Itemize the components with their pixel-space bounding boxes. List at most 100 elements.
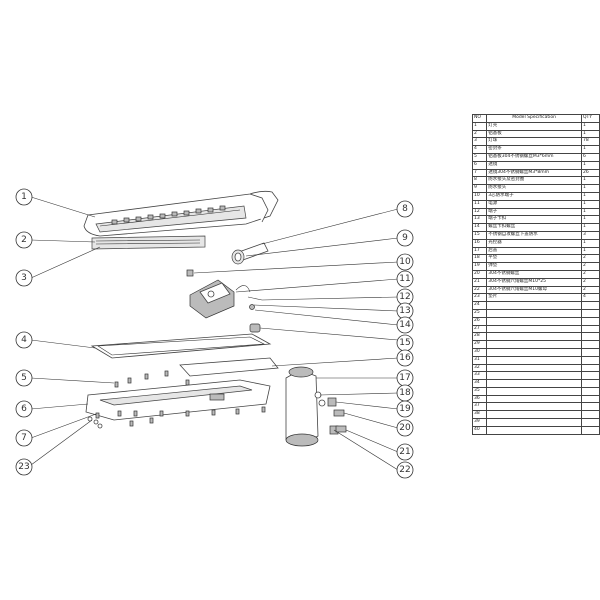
bom-cell-spec bbox=[486, 363, 582, 373]
bom-cell-no: 9 bbox=[471, 184, 488, 193]
bom-cell-spec: 弹垫 bbox=[486, 262, 582, 271]
bom-cell-spec bbox=[486, 301, 582, 310]
svg-text:21: 21 bbox=[399, 447, 410, 457]
bom-cell-qty: 6 bbox=[580, 152, 600, 162]
bom-cell-no: 27 bbox=[471, 324, 488, 334]
bom-cell-no: 39 bbox=[471, 418, 488, 427]
bom-cell-no: 14 bbox=[471, 223, 488, 232]
bom-cell-no: 30 bbox=[471, 347, 488, 357]
bom-cell-qty: 1 bbox=[580, 121, 600, 131]
bom-cell-spec: 铝基板304不锈钢螺丝M3*6mm bbox=[486, 152, 582, 162]
bom-cell-spec: 304不锈钢六角螺丝M10*25 bbox=[486, 277, 582, 287]
bom-cell-no: 18 bbox=[471, 254, 488, 264]
bom-cell-qty: 1 bbox=[580, 176, 600, 186]
table-row: 31 bbox=[471, 355, 600, 365]
part-screw-cover bbox=[249, 323, 261, 333]
bom-cell-no: 33 bbox=[471, 371, 488, 381]
table-row: 38 bbox=[471, 410, 600, 420]
bom-cell-no: 8 bbox=[471, 176, 488, 186]
bom-cell-no: 36 bbox=[471, 394, 488, 404]
table-row: 26 bbox=[471, 316, 600, 326]
part-power-supply bbox=[189, 279, 251, 319]
bom-cell-qty bbox=[580, 379, 600, 388]
bom-cell-qty: 1 bbox=[580, 129, 600, 139]
bom-cell-no: 37 bbox=[471, 402, 488, 412]
bom-cell-qty bbox=[580, 347, 600, 357]
washer-group-23 bbox=[87, 416, 103, 429]
bom-cell-spec bbox=[486, 332, 582, 342]
bom-cell-no: 17 bbox=[471, 246, 488, 256]
svg-text:15: 15 bbox=[399, 338, 410, 348]
leader-lines bbox=[30, 196, 399, 471]
bom-cell-spec: 光控器 bbox=[486, 238, 582, 248]
svg-text:13: 13 bbox=[399, 306, 410, 316]
screw-group-5 bbox=[114, 370, 190, 388]
svg-text:22: 22 bbox=[399, 465, 410, 475]
bom-cell-no: 7 bbox=[471, 168, 488, 178]
table-row: 35 bbox=[471, 386, 600, 396]
bom-cell-no: 28 bbox=[471, 332, 488, 342]
callout-5: 5 bbox=[15, 369, 33, 387]
callout-9: 9 bbox=[396, 229, 414, 247]
table-row: 39 bbox=[471, 418, 600, 427]
bom-cell-qty: 3 bbox=[580, 230, 600, 240]
bom-cell-no: 1 bbox=[471, 121, 488, 131]
bom-cell-spec bbox=[486, 425, 582, 435]
part-terminal bbox=[247, 296, 263, 301]
bom-cell-no: 2 bbox=[471, 129, 488, 139]
bom-cell-no: 32 bbox=[471, 363, 488, 373]
svg-text:17: 17 bbox=[399, 373, 410, 383]
bom-cell-qty: 1 bbox=[580, 184, 600, 193]
bom-cell-qty: 1 bbox=[580, 223, 600, 232]
table-row: 37 bbox=[471, 402, 600, 412]
bom-cell-qty bbox=[580, 340, 600, 349]
part-waterproof-connector bbox=[231, 242, 269, 265]
callout-21: 21 bbox=[396, 443, 414, 461]
svg-text:5: 5 bbox=[21, 373, 27, 383]
bom-cell-qty bbox=[580, 332, 600, 342]
bom-cell-spec bbox=[486, 402, 582, 412]
bom-cell-no: 6 bbox=[471, 160, 488, 170]
bom-cell-spec: 端子卡扣 bbox=[486, 215, 582, 225]
table-row: 30 bbox=[471, 347, 600, 357]
bom-cell-qty bbox=[580, 355, 600, 365]
bom-cell-no: 40 bbox=[471, 425, 488, 435]
callout-18: 18 bbox=[396, 384, 414, 402]
svg-text:9: 9 bbox=[402, 233, 408, 243]
bom-cell-no: 29 bbox=[471, 340, 488, 349]
bom-cell-no: 13 bbox=[471, 215, 488, 225]
bom-cell-spec: 端子 bbox=[486, 207, 582, 217]
bom-cell-spec bbox=[486, 324, 582, 334]
bom-cell-qty: 26 bbox=[580, 168, 600, 178]
bom-cell-no: 24 bbox=[471, 301, 488, 310]
bom-cell-qty: 1 bbox=[580, 160, 600, 170]
part-terminal-nut bbox=[186, 269, 194, 277]
bom-cell-qty: 4 bbox=[580, 293, 600, 303]
bom-cell-qty bbox=[580, 418, 600, 427]
part-terminal-clip bbox=[249, 304, 255, 310]
callout-14: 14 bbox=[396, 316, 414, 334]
bom-cell-spec: 透镜304不锈钢螺丝M3*8mm bbox=[486, 168, 582, 178]
bom-cell-no: 4 bbox=[471, 145, 488, 154]
bom-cell-spec bbox=[486, 371, 582, 381]
table-row: 34 bbox=[471, 379, 600, 388]
svg-text:3: 3 bbox=[21, 273, 27, 283]
bom-cell-qty: 1 bbox=[580, 246, 600, 256]
svg-text:10: 10 bbox=[399, 257, 411, 267]
bom-cell-no: 21 bbox=[471, 277, 488, 287]
bom-cell-no: 25 bbox=[471, 308, 488, 318]
bom-cell-spec: 后盖 bbox=[486, 246, 582, 256]
